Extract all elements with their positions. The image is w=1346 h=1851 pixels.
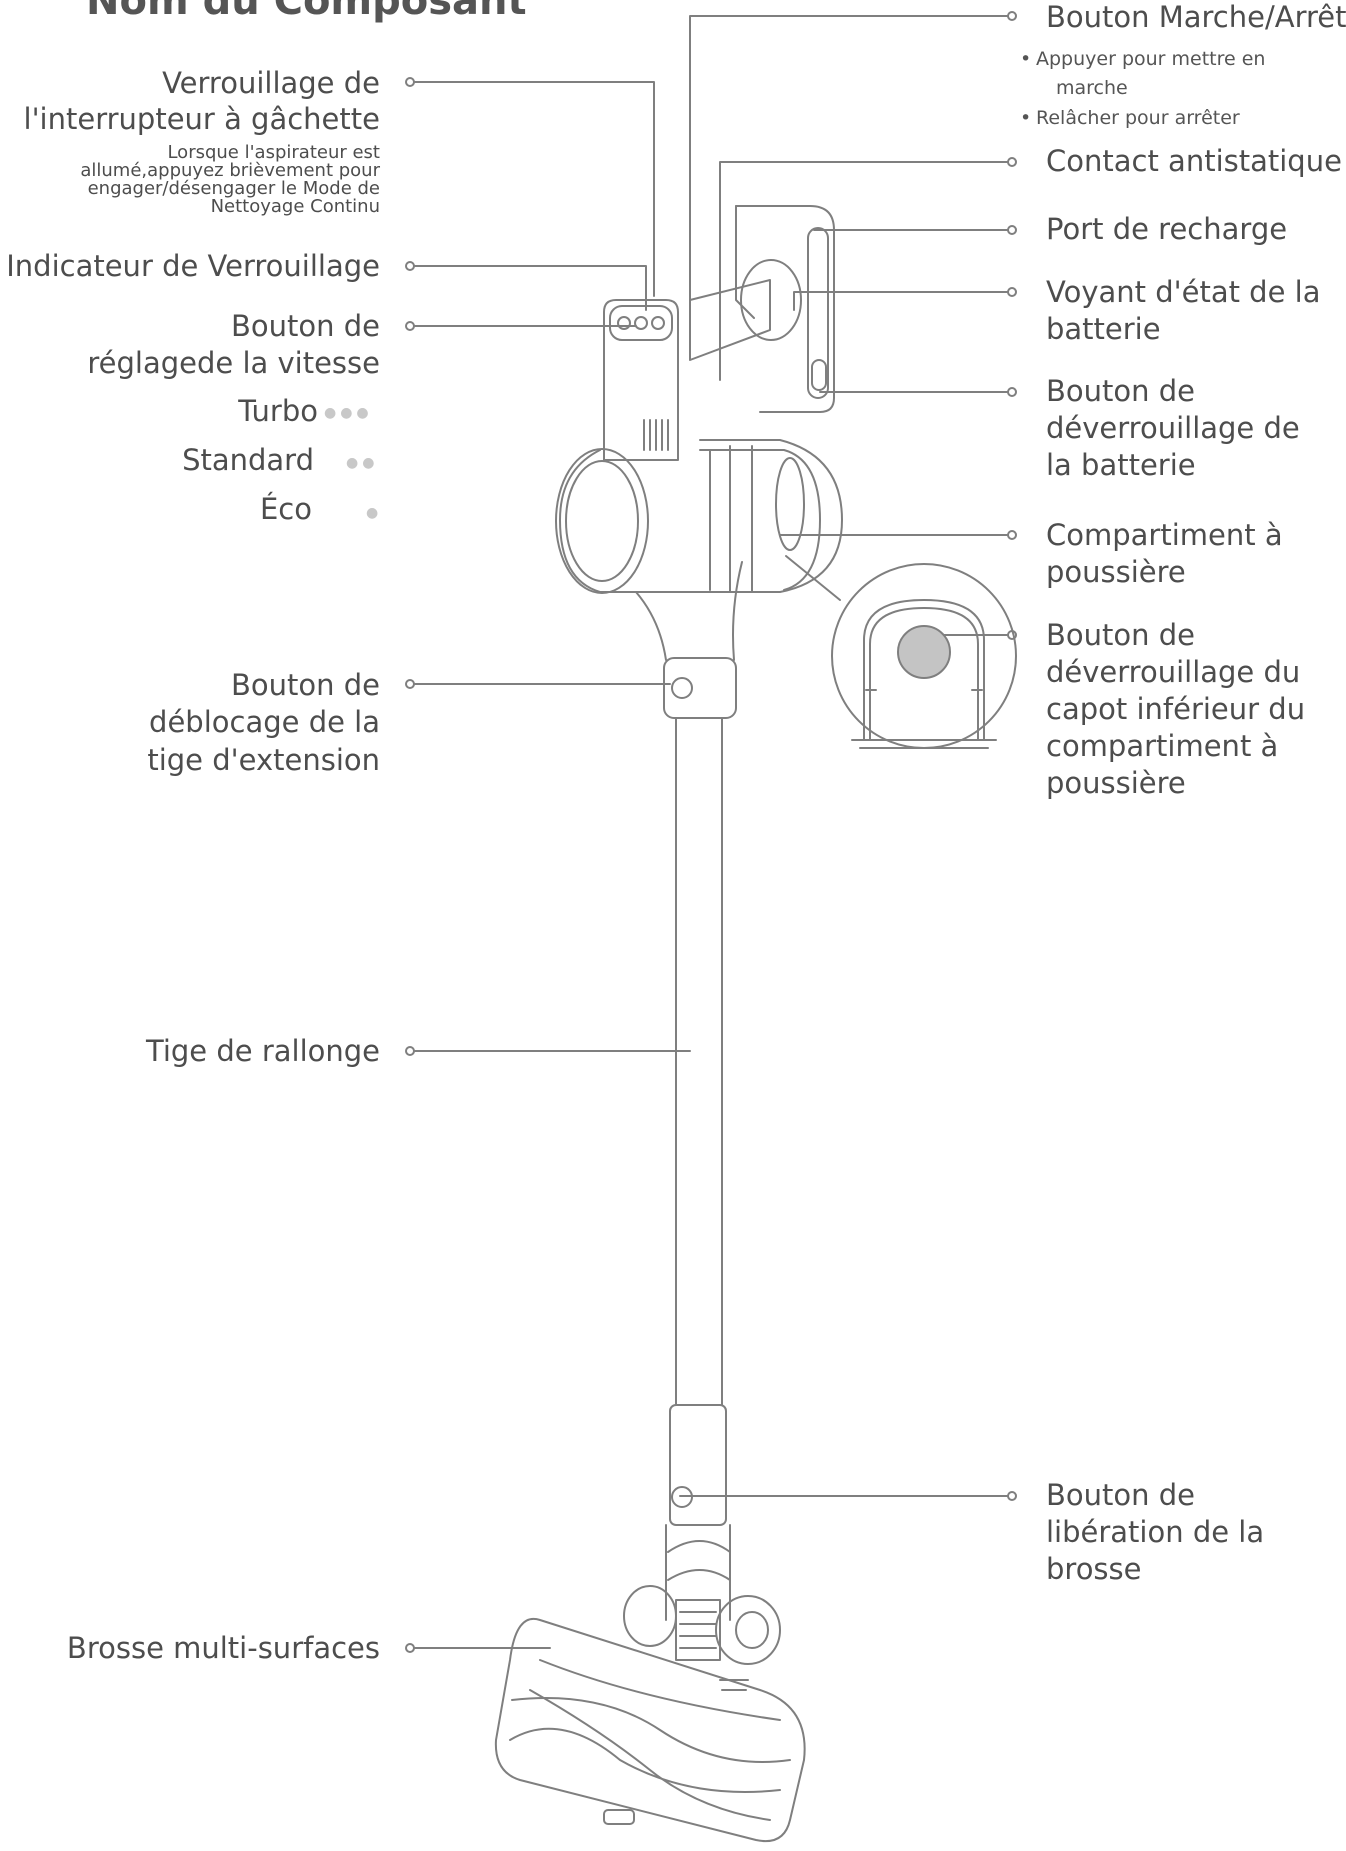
label-speed-button: Bouton de — [231, 309, 380, 343]
leader-battery-status — [793, 291, 1011, 311]
label-power-button: Bouton Marche/Arrêt — [1046, 0, 1346, 34]
label-trigger-desc-2: allumé,appuyez brièvement pour — [80, 160, 380, 181]
label-dust-bin: Compartiment à — [1046, 518, 1283, 552]
label-extension-release-2: déblocage de la — [149, 705, 380, 739]
label-antistatic: Contact antistatique — [1046, 144, 1342, 178]
label-dust-cover: Bouton de — [1046, 618, 1195, 652]
bullet-2: • — [1020, 107, 1032, 129]
page-title: Nom du Composant — [86, 0, 527, 24]
label-brush-release: Bouton de — [1046, 1478, 1195, 1512]
label-battery-status: Voyant d'état de la — [1046, 275, 1321, 309]
label-lock-indicator: Indicateur de Verrouillage — [6, 249, 380, 283]
label-battery-release: Bouton de — [1046, 374, 1195, 408]
label-trigger-lock-2: l'interrupteur à gâchette — [23, 102, 380, 136]
label-standard: Standard — [182, 443, 314, 477]
leader-antistatic — [719, 161, 1011, 381]
label-dust-cover-5: poussière — [1046, 766, 1186, 800]
dust-cover-button — [897, 625, 951, 679]
label-battery-release-2: déverrouillage de — [1046, 411, 1300, 445]
leader-power-button — [689, 15, 1011, 311]
label-trigger-lock: Verrouillage de — [162, 66, 380, 100]
label-dust-cover-2: déverrouillage du — [1046, 655, 1301, 689]
label-charging-port: Port de recharge — [1046, 212, 1288, 246]
label-brush-release-2: libération de la — [1046, 1515, 1265, 1549]
bullet-1: • — [1020, 48, 1032, 70]
label-multi-brush: Brosse multi-surfaces — [66, 1631, 380, 1665]
label-extension-release: Bouton de — [231, 668, 380, 702]
label-trigger-desc-4: Nettoyage Continu — [210, 196, 380, 217]
label-speed-button-2: réglagede la vitesse — [87, 346, 380, 380]
label-turbo: Turbo — [238, 394, 318, 428]
label-eco: Éco — [259, 492, 312, 526]
leader-trigger-lock — [411, 81, 655, 297]
label-extension-release-3: tige d'extension — [147, 743, 380, 777]
label-dust-bin-2: poussière — [1046, 555, 1186, 589]
label-extension-tube: Tige de rallonge — [146, 1034, 380, 1068]
label-dust-cover-3: capot inférieur du — [1046, 692, 1306, 726]
power-note-2: Relâcher pour arrêter — [1036, 107, 1240, 129]
turbo-dots: ●●● — [324, 405, 373, 421]
leader-lock-indicator — [411, 265, 647, 311]
label-trigger-desc-1: Lorsque l'aspirateur est — [167, 142, 380, 163]
power-note-1a: Appuyer pour mettre en — [1036, 48, 1266, 70]
label-battery-status-2: batterie — [1046, 312, 1161, 346]
label-trigger-desc-3: engager/désengager le Mode de — [87, 178, 380, 199]
label-dust-cover-4: compartiment à — [1046, 729, 1279, 763]
standard-dots: ●● — [346, 455, 379, 471]
power-note-1b: marche — [1056, 77, 1128, 99]
label-brush-release-3: brosse — [1046, 1552, 1142, 1586]
eco-dots: ● — [366, 505, 383, 521]
label-battery-release-3: la batterie — [1046, 448, 1196, 482]
